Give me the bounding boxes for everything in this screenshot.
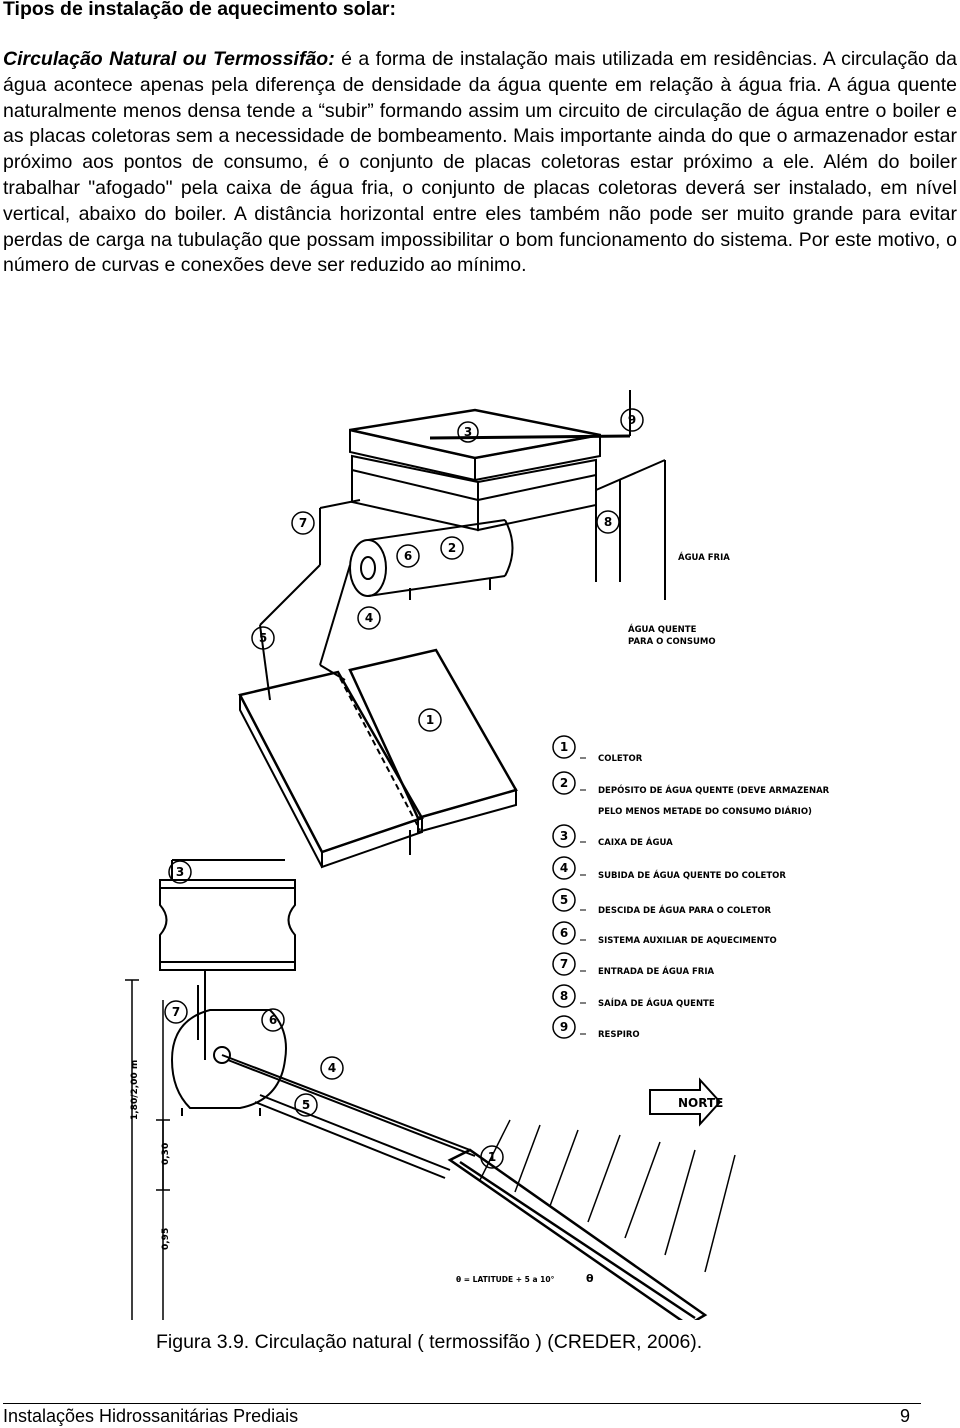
top-labels: ÁGUA FRIA ÁGUA QUENTE PARA O CONSUMO <box>628 551 730 647</box>
solar-installation-figure: 9 3 7 6 2 8 5 4 1 ÁGUA FRIA ÁGUA QUENTE … <box>110 360 850 1320</box>
legend-num-8: 8 <box>560 989 568 1003</box>
tank-frame-drawing <box>319 459 666 600</box>
bottom-labels: NORTE θ = LATITUDE + 5 a 10° θ 1,80/2,00… <box>130 1060 723 1285</box>
callout-4-bottom: 4 <box>328 1061 336 1075</box>
legend-num-4: 4 <box>560 861 568 875</box>
legend-num-3: 3 <box>560 829 568 843</box>
legend-label-2b: PELO MENOS METADE DO CONSUMO DIÁRIO) <box>598 805 812 817</box>
callout-3-top: 3 <box>464 425 472 439</box>
legend-label-8: SAÍDA DE ÁGUA QUENTE <box>598 997 715 1009</box>
callout-4-top: 4 <box>365 611 373 625</box>
angle-note: θ = LATITUDE + 5 a 10° <box>456 1275 555 1284</box>
legend-label-3: CAIXA DE ÁGUA <box>598 836 673 848</box>
side-pipes-drawing <box>221 1054 476 1179</box>
legend-label-1: COLETOR <box>598 754 643 764</box>
callout-9-top: 9 <box>628 413 636 427</box>
legend-label-5: DESCIDA DE ÁGUA PARA O COLETOR <box>598 904 772 916</box>
callout-8-top: 8 <box>604 515 612 529</box>
side-collector-drawing <box>447 1148 708 1320</box>
legend-label-2: DEPÓSITO DE ÁGUA QUENTE (DEVE ARMAZENAR <box>598 784 830 796</box>
callout-1-top: 1 <box>426 713 434 727</box>
legend-label-4: SUBIDA DE ÁGUA QUENTE DO COLETOR <box>598 869 786 881</box>
legend-label-6: SISTEMA AUXILIAR DE AQUECIMENTO <box>598 936 777 946</box>
figure-caption: Figura 3.9. Circulação natural ( termoss… <box>156 1331 703 1353</box>
water-tank-drawing <box>349 390 631 532</box>
angle-symbol: θ <box>586 1272 594 1285</box>
page-number: 9 <box>900 1406 911 1426</box>
callout-5-bottom: 5 <box>302 1098 310 1112</box>
agua-fria-label: ÁGUA FRIA <box>678 551 730 563</box>
body-paragraph: Circulação Natural ou Termossifão: é a f… <box>3 47 957 279</box>
sun-rays-drawing <box>479 1119 736 1273</box>
dimension-lines <box>125 979 170 1320</box>
legend-num-1: 1 <box>560 740 568 754</box>
legend-labels: COLETOR DEPÓSITO DE ÁGUA QUENTE (DEVE AR… <box>598 754 830 1040</box>
paragraph-body: é a forma de instalação mais utilizada e… <box>3 48 958 277</box>
north-arrow-drawing <box>649 1077 722 1127</box>
callout-5-top: 5 <box>259 631 267 645</box>
legend-text: 1 2 3 4 5 6 7 8 9 <box>560 740 568 1034</box>
side-boiler-drawing <box>170 1009 287 1116</box>
callout-6-top: 6 <box>404 549 412 563</box>
dimension-total: 1,80/2,00 m <box>130 1060 140 1120</box>
dimension-095: 0,95 <box>161 1228 171 1250</box>
legend-num-7: 7 <box>560 957 568 971</box>
legend-num-6: 6 <box>560 926 568 940</box>
figure-drawing: 9 3 7 6 2 8 5 4 1 ÁGUA FRIA ÁGUA QUENTE … <box>125 390 830 1320</box>
legend-num-5: 5 <box>560 893 568 907</box>
legend-label-9: RESPIRO <box>598 1030 640 1040</box>
callout-1-bottom: 1 <box>488 1150 496 1164</box>
agua-quente-label-1: ÁGUA QUENTE <box>628 623 697 635</box>
section-heading: Tipos de instalação de aquecimento solar… <box>3 0 396 20</box>
dimension-030: 0,30 <box>161 1143 171 1165</box>
agua-quente-label-2: PARA O CONSUMO <box>628 637 716 647</box>
legend-num-9: 9 <box>560 1020 568 1034</box>
callout-7-top: 7 <box>299 516 307 530</box>
collector-panels-drawing <box>238 648 518 869</box>
side-tank-drawing <box>159 859 296 1060</box>
callout-2-top: 2 <box>448 541 456 555</box>
legend-num-2: 2 <box>560 776 568 790</box>
bottom-callouts <box>164 860 504 1169</box>
callout-7-bottom: 7 <box>172 1005 180 1019</box>
callout-6-bottom: 6 <box>269 1013 277 1027</box>
north-label: NORTE <box>678 1096 723 1110</box>
top-callouts <box>251 408 644 732</box>
bottom-callout-numbers: 3 7 6 4 5 1 <box>172 865 496 1164</box>
paragraph-lead: Circulação Natural ou Termossifão: <box>3 48 335 70</box>
boiler-drawing <box>349 519 514 600</box>
callout-3-bottom: 3 <box>176 865 184 879</box>
legend-circles <box>552 735 576 1039</box>
top-callout-numbers: 9 3 7 6 2 8 5 4 1 <box>259 413 636 727</box>
footer-rule <box>3 1403 921 1404</box>
legend-label-7: ENTRADA DE ÁGUA FRIA <box>598 965 715 977</box>
legend-dashes <box>580 757 586 1035</box>
footer-title: Instalações Hidrossanitárias Prediais <box>3 1406 299 1426</box>
